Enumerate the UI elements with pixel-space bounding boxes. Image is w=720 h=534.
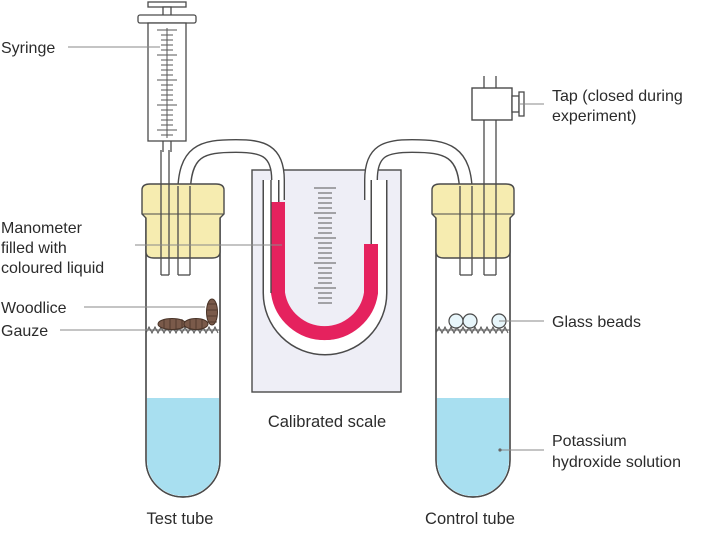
label-woodlice: Woodlice bbox=[1, 300, 67, 317]
tap bbox=[471, 76, 525, 121]
stopper-left bbox=[141, 183, 225, 259]
woodlice bbox=[157, 298, 218, 330]
manometer-u-tube bbox=[262, 180, 388, 356]
test-tube bbox=[145, 210, 221, 498]
label-glass-beads: Glass beads bbox=[552, 314, 641, 331]
label-calibrated-scale: Calibrated scale bbox=[268, 413, 386, 431]
stopper-right bbox=[431, 183, 515, 259]
potassium-hydroxide-solution bbox=[437, 398, 509, 496]
stopper-left-tubes bbox=[160, 150, 191, 276]
gauze-left bbox=[145, 325, 220, 335]
label-manometer-line2: filled with bbox=[1, 240, 67, 257]
test-tube-liquid bbox=[147, 398, 219, 496]
label-syringe: Syringe bbox=[1, 40, 55, 57]
label-control-tube: Control tube bbox=[425, 510, 515, 528]
label-manometer-line3: coloured liquid bbox=[1, 260, 104, 277]
scale-ticks bbox=[314, 187, 336, 304]
connecting-tube-left bbox=[177, 138, 285, 200]
label-gauze: Gauze bbox=[1, 323, 48, 340]
stopper-right-tubes bbox=[459, 120, 497, 276]
label-tap-line2: experiment) bbox=[552, 108, 636, 125]
label-potassium-line2: hydroxide solution bbox=[552, 454, 681, 471]
label-manometer-line1: Manometer bbox=[1, 220, 83, 237]
gauze-right bbox=[435, 325, 510, 335]
leader-lines bbox=[60, 46, 544, 452]
connecting-tube-right bbox=[364, 138, 473, 200]
label-test-tube: Test tube bbox=[147, 510, 214, 528]
label-potassium-line1: Potassium bbox=[552, 433, 627, 450]
control-tube bbox=[435, 210, 511, 498]
syringe bbox=[137, 1, 197, 152]
label-tap-line1: Tap (closed during bbox=[552, 88, 683, 105]
